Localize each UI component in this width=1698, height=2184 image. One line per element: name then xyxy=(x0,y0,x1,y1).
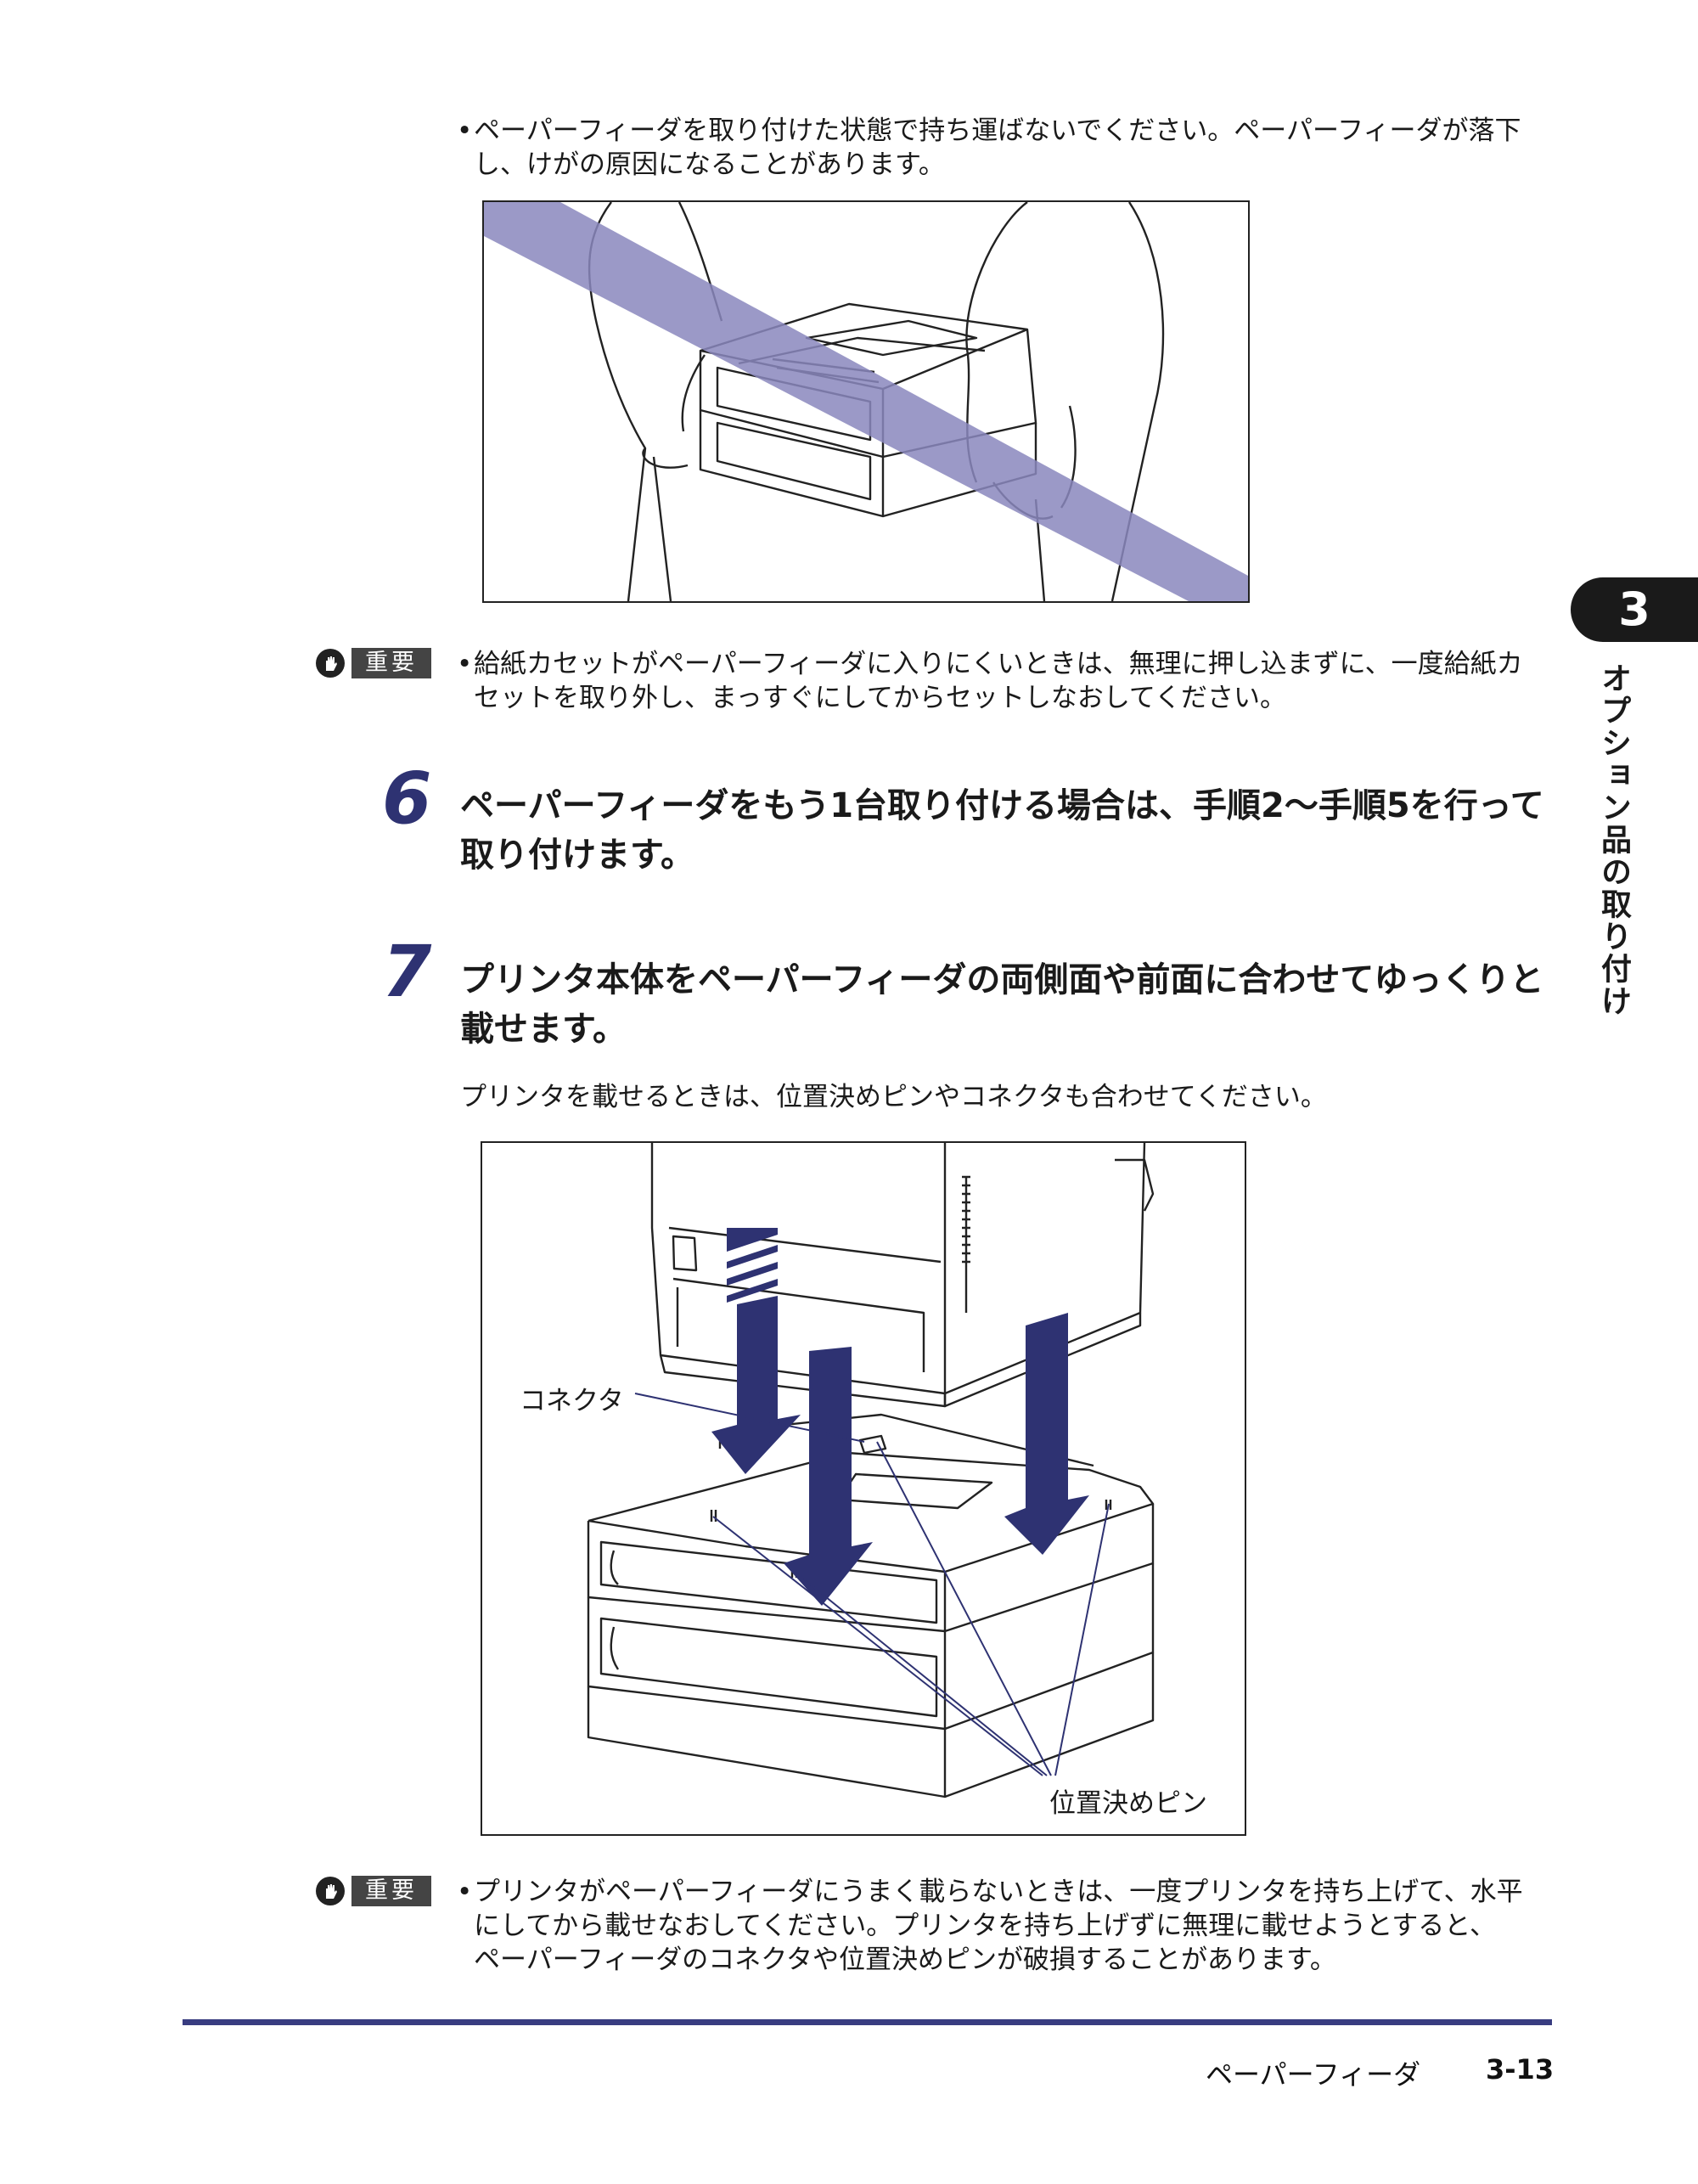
pin-label: 位置決めピン xyxy=(1049,1782,1207,1820)
note1-line-2: セットを取り外し、まっすぐにしてからセットしなおしてください。 xyxy=(457,681,1552,715)
printer-placement-figure: コネクタ 位置決めピン xyxy=(481,1141,1246,1836)
important-label: 重要 xyxy=(351,648,431,678)
important-note-1: • 給紙カセットがペーパーフィーダに入りにくいときは、無理に押し込まずに、一度給… xyxy=(457,647,1552,715)
down-arrows xyxy=(711,1296,1089,1606)
step-6-line-1: ペーパーフィーダをもう1台取り付ける場合は、手順2〜手順5を行って xyxy=(460,786,1544,825)
note2-line-3: ペーパーフィーダのコネクタや位置決めピンが破損することがあります。 xyxy=(457,1943,1552,1977)
step-6-number: 6 xyxy=(382,757,432,840)
note2-line-2: にしてから載せなおしてください。プリンタを持ち上げずに無理に載せようとすると、 xyxy=(457,1909,1552,1943)
warning-line-1: • ペーパーフィーダを取り付けた状態で持ち運ばないでください。ペーパーフィーダが… xyxy=(457,114,1552,148)
step-6-line-2: 取り付けます。 xyxy=(460,836,694,875)
chapter-title: オプション品の取り付け xyxy=(1596,662,1631,1017)
important-badge-1: 重要 xyxy=(316,647,431,679)
note1-text-1: 給紙カセットがペーパーフィーダに入りにくいときは、無理に押し込まずに、一度給紙カ xyxy=(474,649,1523,679)
bullet: • xyxy=(457,115,473,146)
callout-lines xyxy=(634,1393,1110,1776)
note2-text-1: プリンタがペーパーフィーダにうまく載らないときは、一度プリンタを持ち上げて、水平 xyxy=(474,1877,1523,1907)
note2-text-3: ペーパーフィーダのコネクタや位置決めピンが破損することがあります。 xyxy=(474,1945,1336,1975)
step-7-description: プリンタを載せるときは、位置決めピンやコネクタも合わせてください。 xyxy=(460,1082,1327,1112)
step-7-line-2: 載せます。 xyxy=(460,1010,627,1049)
footer-rule xyxy=(183,2019,1552,2025)
step-7-line-1: プリンタ本体をペーパーフィーダの両側面や前面に合わせてゆっくりと xyxy=(460,960,1544,999)
hand-stop-icon xyxy=(316,649,345,678)
note1-line-1: • 給紙カセットがペーパーフィーダに入りにくいときは、無理に押し込まずに、一度給… xyxy=(457,647,1552,681)
arrow-center xyxy=(784,1347,873,1606)
printer-placement-illustration xyxy=(587,1143,1155,1798)
step-7-number: 7 xyxy=(382,930,432,1013)
bullet: • xyxy=(457,649,473,679)
warning-block: • ペーパーフィーダを取り付けた状態で持ち運ばないでください。ペーパーフィーダが… xyxy=(457,114,1552,182)
arrow-right xyxy=(1004,1313,1089,1555)
chapter-tab: 3 xyxy=(1571,577,1698,642)
hand-stop-icon xyxy=(316,1877,345,1905)
warning-text-2: し、けがの原因になることがあります。 xyxy=(474,149,945,180)
footer-section-title: ペーパーフィーダ xyxy=(1206,2058,1421,2091)
carry-prohibited-figure xyxy=(482,200,1250,603)
bullet: • xyxy=(457,1877,473,1907)
connector-label: コネクタ xyxy=(520,1379,624,1417)
page-number: 3-13 xyxy=(1486,2053,1555,2085)
arrow-left xyxy=(711,1296,801,1474)
motion-stripes xyxy=(727,1228,778,1303)
prohibition-band xyxy=(484,202,1248,601)
note1-text-2: セットを取り外し、まっすぐにしてからセットしなおしてください。 xyxy=(474,683,1286,713)
important-note-2: • プリンタがペーパーフィーダにうまく載らないときは、一度プリンタを持ち上げて、… xyxy=(457,1875,1552,1977)
carry-illustration xyxy=(484,202,1248,601)
note2-line-1: • プリンタがペーパーフィーダにうまく載らないときは、一度プリンタを持ち上げて、… xyxy=(457,1875,1552,1909)
step-6-text: ペーパーフィーダをもう1台取り付ける場合は、手順2〜手順5を行って 取り付けます… xyxy=(460,781,1564,880)
warning-line-2: し、けがの原因になることがあります。 xyxy=(457,148,1552,182)
important-label: 重要 xyxy=(351,1876,431,1906)
warning-text-1: ペーパーフィーダを取り付けた状態で持ち運ばないでください。ペーパーフィーダが落下 xyxy=(474,115,1521,146)
important-badge-2: 重要 xyxy=(316,1875,431,1907)
note2-text-2: にしてから載せなおしてください。プリンタを持ち上げずに無理に載せようとすると、 xyxy=(474,1911,1497,1941)
step-7-text: プリンタ本体をペーパーフィーダの両側面や前面に合わせてゆっくりと 載せます。 xyxy=(460,955,1564,1054)
